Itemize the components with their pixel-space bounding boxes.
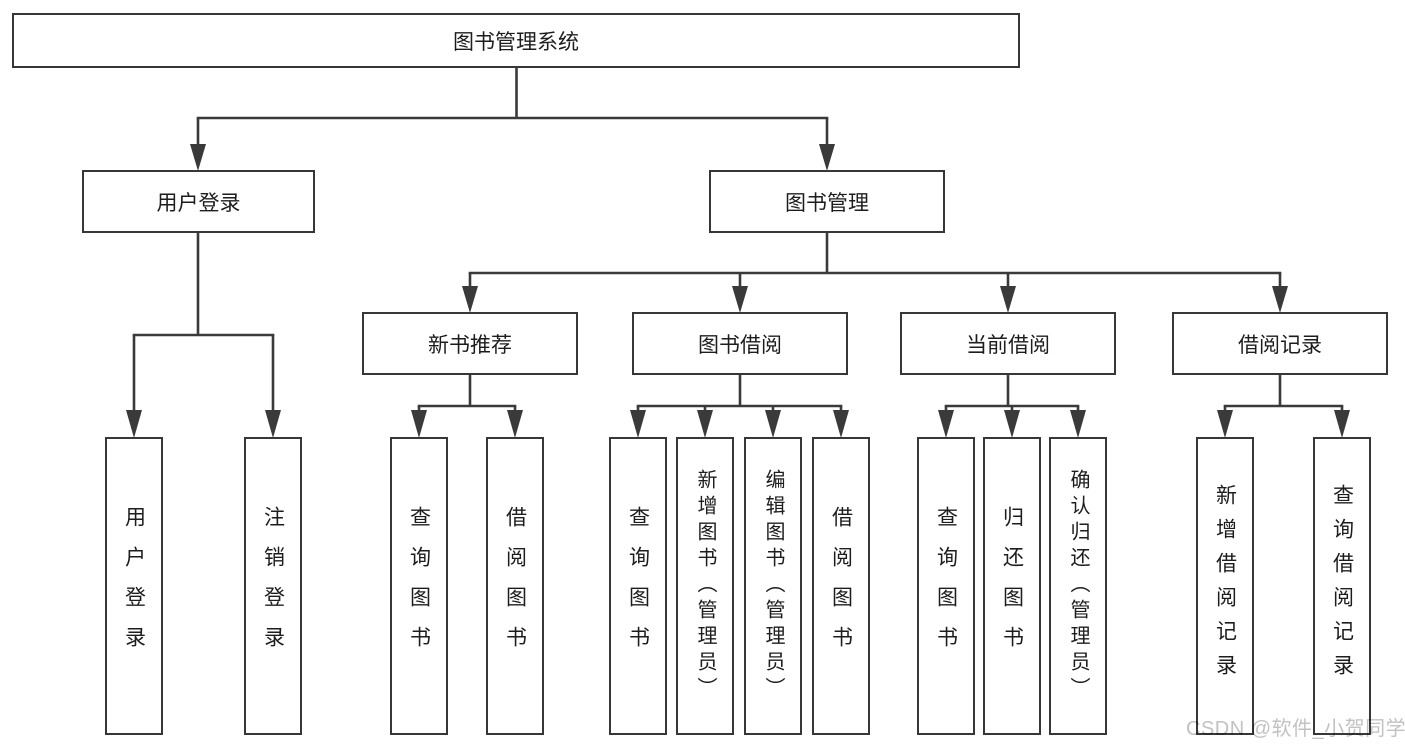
node-user-login: 用户登录 [82, 170, 315, 233]
node-borrow-records: 借阅记录 [1172, 312, 1388, 375]
leaf-borrow-books: 借阅图书 [812, 437, 870, 735]
leaf-user-login: 用户登录 [105, 437, 163, 735]
leaf-query-books-recommend: 查询图书 [390, 437, 448, 735]
leaf-query-books-borrow: 查询图书 [609, 437, 667, 735]
leaf-add-books-admin: 新增图书（管理员） [676, 437, 734, 735]
leaf-edit-books-admin: 编辑图书（管理员） [744, 437, 802, 735]
leaf-query-borrow-record: 查询借阅记录 [1313, 437, 1371, 735]
arrowhead-icons [126, 144, 1350, 438]
csdn-watermark: CSDN @软件_小贺同学 [1186, 718, 1405, 740]
node-book-borrow: 图书借阅 [632, 312, 848, 375]
leaf-add-borrow-record: 新增借阅记录 [1196, 437, 1254, 735]
leaf-borrow-books-recommend: 借阅图书 [486, 437, 544, 735]
node-current-borrow: 当前借阅 [900, 312, 1116, 375]
leaf-query-books-current: 查询图书 [917, 437, 975, 735]
node-root-system: 图书管理系统 [12, 13, 1020, 68]
leaf-return-books: 归还图书 [983, 437, 1041, 735]
leaf-confirm-return-admin: 确认归还（管理员） [1049, 437, 1107, 735]
node-book-management: 图书管理 [709, 170, 945, 233]
node-new-book-recommend: 新书推荐 [362, 312, 578, 375]
leaf-logout: 注销登录 [244, 437, 302, 735]
